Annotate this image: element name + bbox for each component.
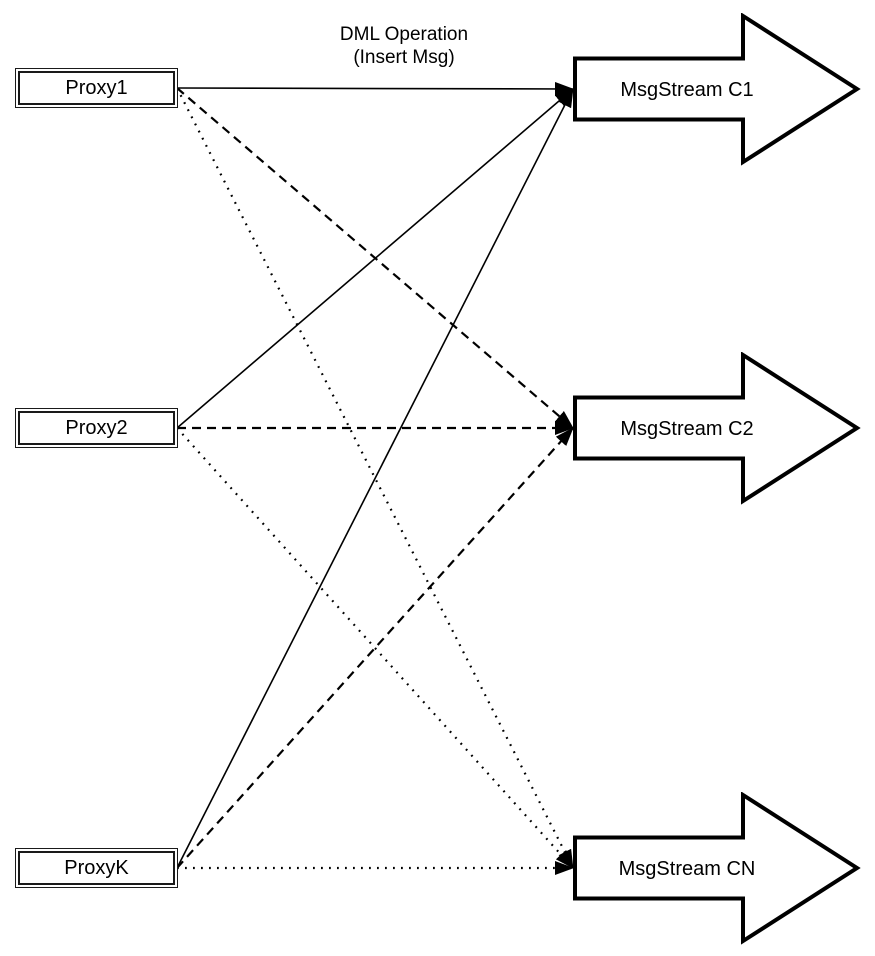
edge-proxy1-c2 — [176, 87, 574, 429]
block-arrow-shape — [573, 792, 861, 945]
proxy1-box: Proxy1 — [15, 68, 178, 108]
block-arrow-shape — [573, 352, 861, 505]
msgstream-c1-arrow: MsgStream C1 — [573, 13, 861, 166]
diagram-title: DML Operation (Insert Msg) — [278, 23, 530, 69]
edge-proxyK-c1 — [176, 88, 574, 869]
msgstream-cn-label: MsgStream CN — [619, 858, 756, 880]
edge-proxy1-c1 — [176, 81, 574, 96]
proxy2-box: Proxy2 — [15, 408, 178, 448]
msgstream-c2-label: MsgStream C2 — [620, 418, 753, 440]
diagram-title-line1: DML Operation — [339, 24, 469, 45]
proxy2-label: Proxy2 — [18, 411, 175, 445]
diagram-title-line2: (Insert Msg) — [353, 47, 455, 68]
proxyK-box: ProxyK — [15, 848, 178, 888]
msgstream-c2-arrow: MsgStream C2 — [573, 352, 861, 505]
msgstream-cn-arrow: MsgStream CN — [573, 792, 861, 945]
proxy1-label: Proxy1 — [18, 71, 175, 105]
edge-proxy1-cn — [176, 87, 574, 869]
msgstream-c1-label: MsgStream C1 — [620, 79, 753, 101]
block-arrow-shape — [573, 13, 861, 166]
edge-proxyK-c2 — [176, 427, 574, 869]
proxyK-label: ProxyK — [18, 851, 175, 885]
